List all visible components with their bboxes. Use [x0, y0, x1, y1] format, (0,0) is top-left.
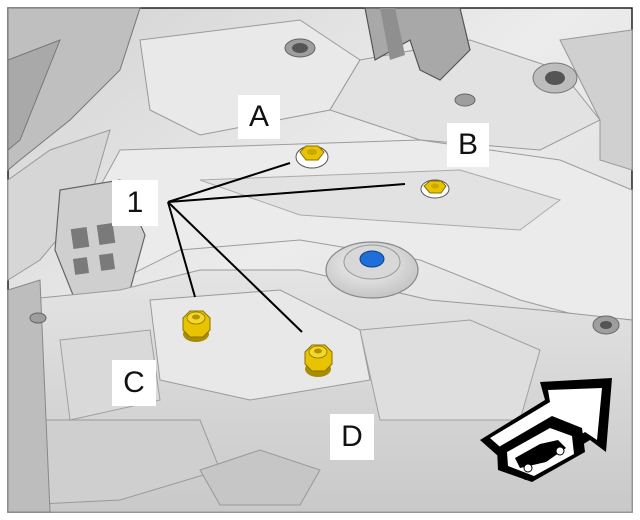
callout-label-b: B: [447, 123, 489, 167]
bolt-d: [304, 344, 333, 377]
callout-number-1: 1: [112, 180, 158, 226]
bolt-c: [182, 310, 211, 342]
drain-plug-boss: [325, 241, 419, 299]
leader-lines: [167, 162, 406, 333]
callout-label-a: A: [238, 95, 280, 139]
callout-label-d: D: [330, 414, 374, 460]
callout-label-c: C: [112, 360, 156, 406]
vehicle-front-arrow-icon: [480, 378, 612, 482]
bolt-a: [295, 145, 329, 169]
bolt-b: [420, 179, 450, 199]
